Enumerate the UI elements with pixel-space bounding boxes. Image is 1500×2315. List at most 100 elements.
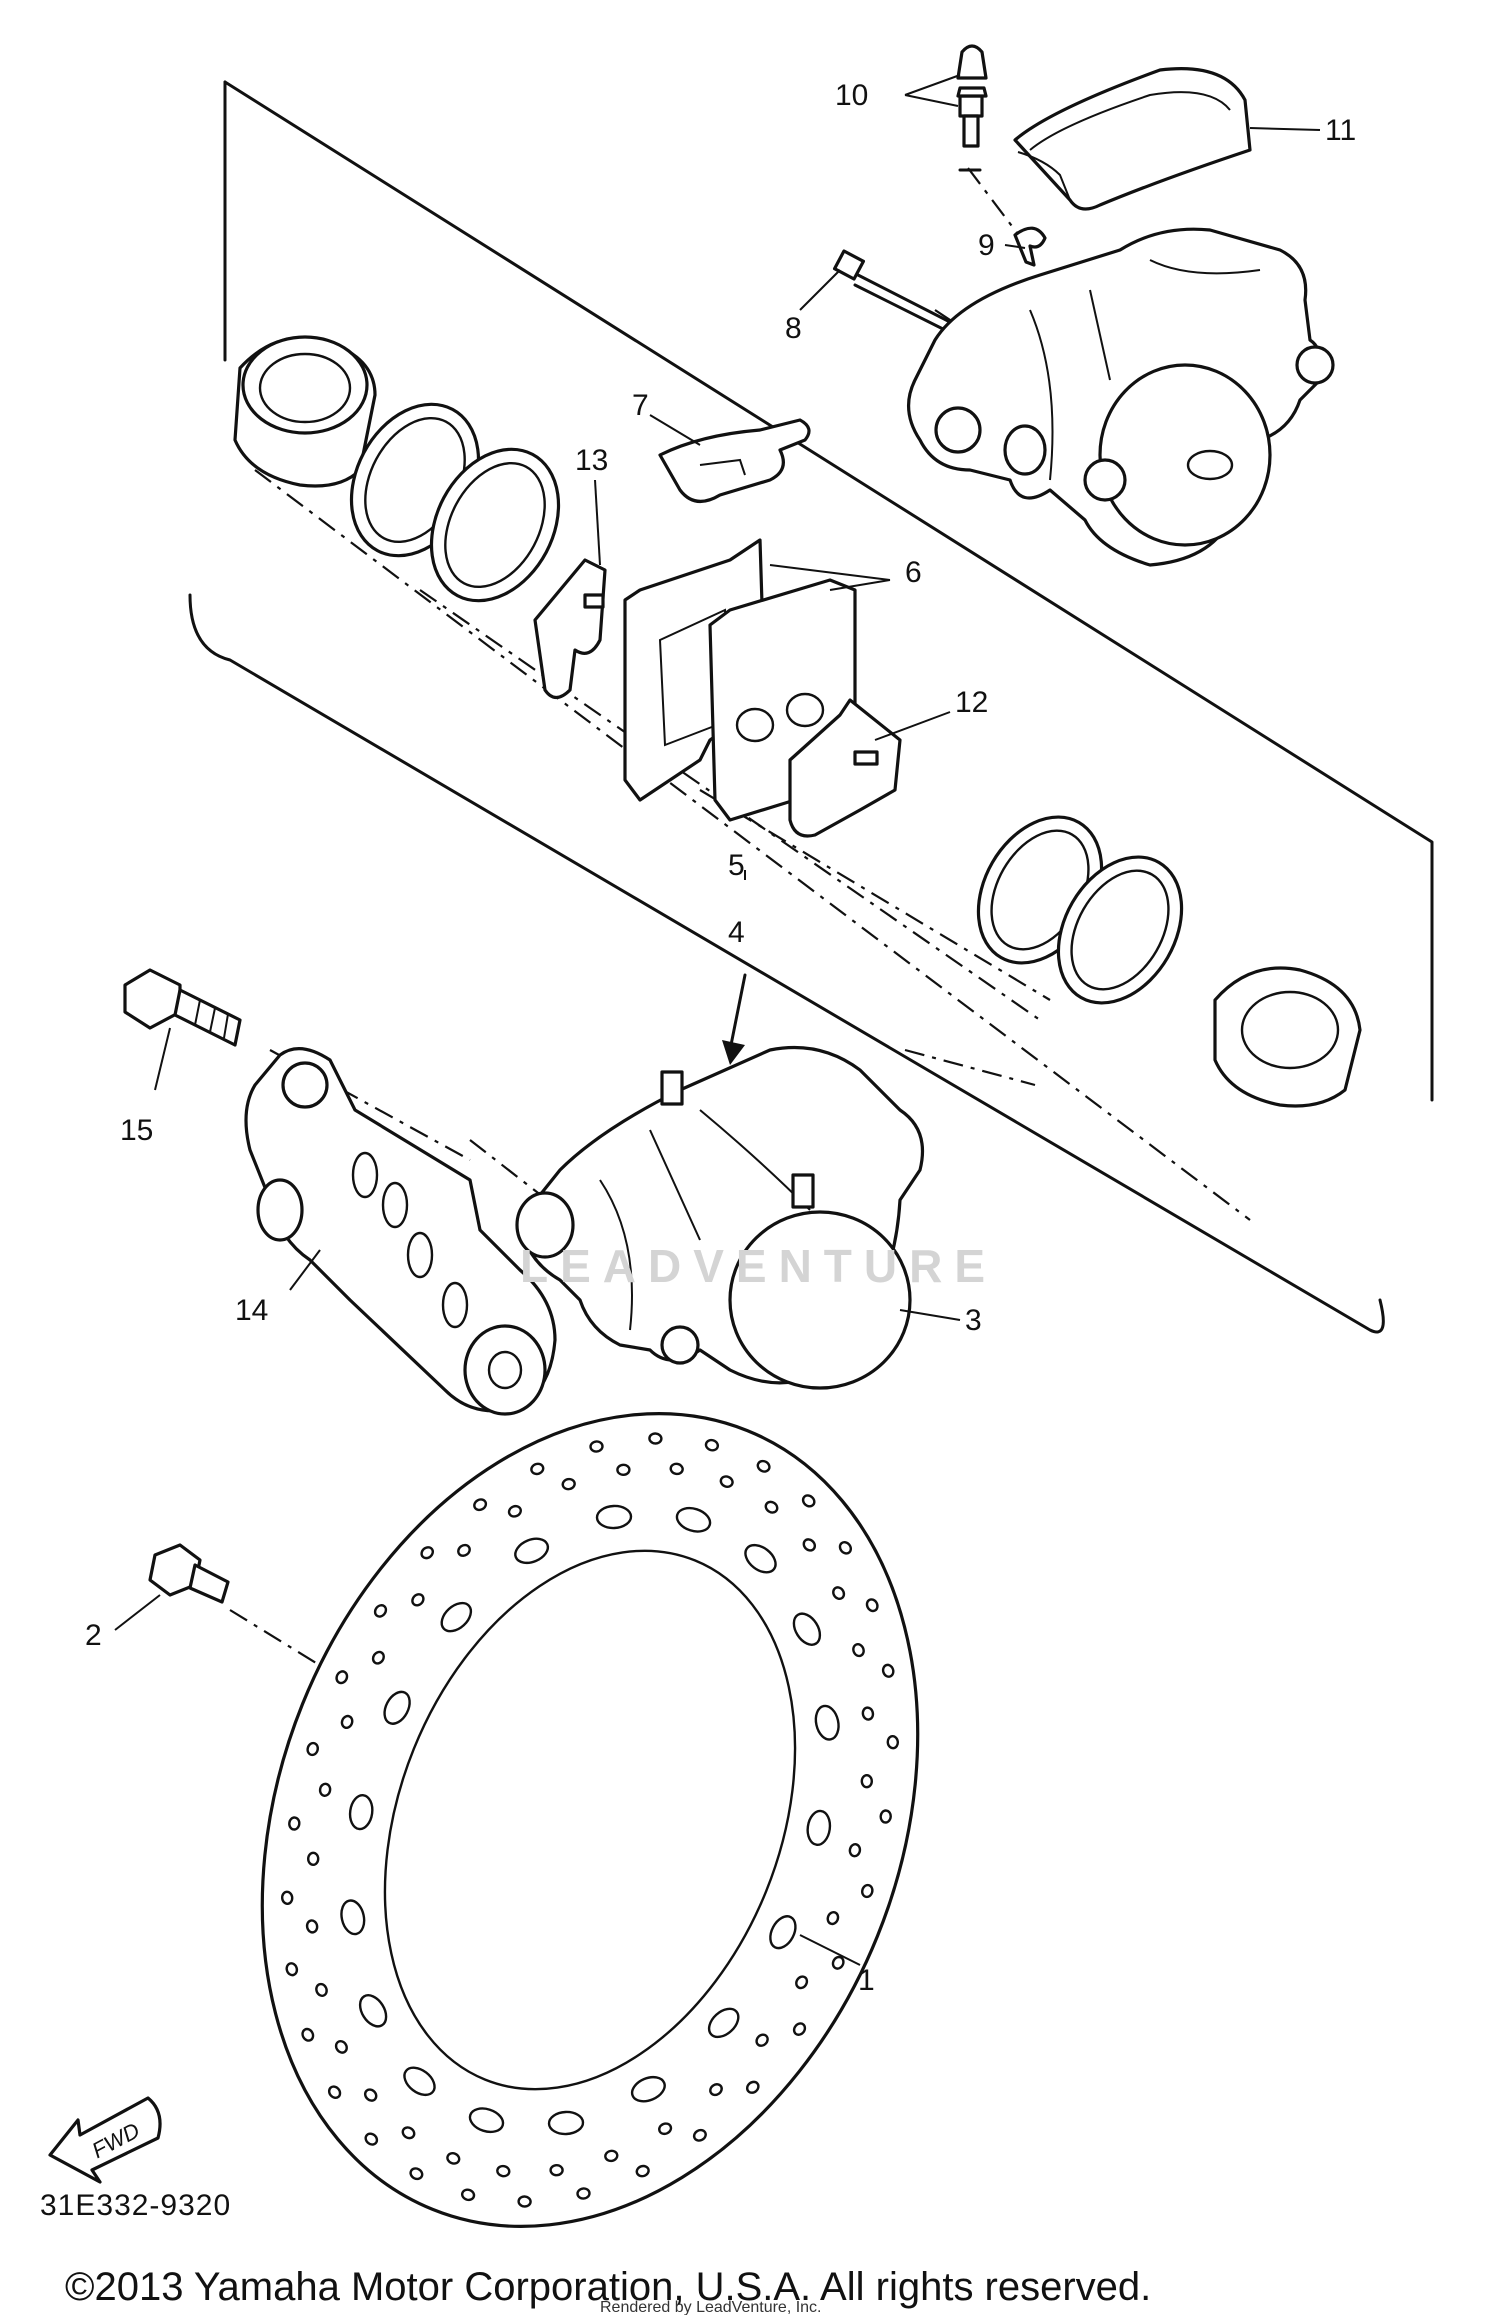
pad-pin — [832, 249, 952, 332]
fwd-arrow-icon: FWD — [48, 2096, 162, 2184]
disc-hole — [371, 1650, 385, 1665]
disc-hole — [327, 2085, 342, 2100]
disc-hole — [826, 1911, 840, 1926]
disc-hole — [305, 1919, 319, 1934]
disc-hole — [363, 2088, 378, 2102]
disc-hole — [285, 1962, 299, 1977]
disc-slot — [358, 1994, 388, 2028]
disc-hole — [446, 2152, 461, 2165]
disc-hole — [306, 1741, 319, 1757]
disc-hole — [576, 2187, 591, 2200]
disc-hole — [340, 1714, 354, 1729]
disc-hole — [549, 2163, 564, 2177]
callout-11: 11 — [1325, 114, 1356, 147]
caliper-body-exploded — [906, 227, 1335, 567]
callout-5: 5 — [728, 849, 745, 882]
disc-hole — [745, 2080, 760, 2094]
disc-slot — [348, 1793, 374, 1831]
disc-vent-holes — [280, 1432, 900, 2208]
callout-14: 14 — [235, 1294, 268, 1327]
disc-hole — [315, 1982, 328, 1997]
callout-12: 12 — [955, 686, 988, 719]
disc-hole — [861, 1706, 875, 1721]
disc-hole — [704, 1438, 720, 1452]
disc-hole — [306, 1851, 320, 1866]
disc-hole — [756, 1459, 771, 1473]
brake-disc-1 — [260, 1412, 920, 2228]
caliper-assembly-3 — [515, 1045, 925, 1390]
disc-hole — [764, 1500, 779, 1514]
disc-hole — [658, 2122, 673, 2136]
rendered-by-text: Rendered by LeadVenture, Inc. — [600, 2299, 822, 2315]
callout-8: 8 — [785, 312, 802, 345]
disc-hole — [669, 1462, 684, 1476]
disc-hole — [801, 1494, 816, 1508]
disc-slot — [514, 1537, 550, 1565]
disc-slot — [707, 2007, 740, 2039]
disc-slot — [675, 1506, 712, 1533]
copyright-text: ©2013 Yamaha Motor Corporation, U.S.A. A… — [65, 2265, 1151, 2309]
disc-hole — [879, 1809, 892, 1824]
disc-hole — [507, 1504, 522, 1518]
assembly-arrow — [722, 973, 747, 1065]
disc-hole — [288, 1816, 301, 1831]
disc-hole — [709, 2083, 723, 2097]
disc-hole — [335, 1670, 349, 1685]
disc-slot — [744, 1543, 777, 1574]
disc-hole — [831, 1955, 845, 1970]
caliper-bracket-14 — [244, 1047, 557, 1416]
callout-7: 7 — [632, 389, 649, 422]
callout-4: 4 — [728, 916, 745, 949]
caliper-cover — [1013, 67, 1252, 211]
callout-leaders — [114, 74, 1321, 1966]
disc-hole — [648, 1432, 663, 1445]
disc-hole — [334, 2039, 348, 2054]
disc-hole — [635, 2164, 650, 2178]
callout-1: 1 — [858, 1964, 875, 1997]
pad-shim-13 — [533, 558, 607, 700]
exploded-group-outline — [188, 80, 1434, 1334]
caliper-bolt-15 — [123, 968, 242, 1047]
disc-hole — [457, 1543, 471, 1557]
callout-15: 15 — [120, 1114, 153, 1147]
disc-hole — [755, 2033, 769, 2047]
watermark-text: LEADVENTURE — [520, 1240, 997, 1292]
disc-hole — [838, 1540, 853, 1555]
disc-slot — [769, 1915, 797, 1950]
rotor-bolt-2 — [148, 1543, 230, 1604]
disc-slot — [792, 1612, 822, 1646]
disc-hole — [364, 2132, 379, 2146]
disc-hole — [795, 1975, 809, 1990]
bleed-screw-and-cap — [956, 44, 988, 148]
disc-hole — [589, 1440, 604, 1453]
piston-seals-right — [976, 815, 1184, 1005]
callout-3: 3 — [965, 1304, 982, 1337]
disc-hole — [517, 2195, 532, 2208]
disc-hole — [530, 1462, 545, 1476]
disc-hole — [411, 1593, 425, 1607]
disc-hole — [604, 2149, 619, 2163]
disc-hole — [401, 2126, 416, 2140]
callout-10: 10 — [835, 79, 868, 112]
disc-slot — [383, 1690, 411, 1725]
piston-right — [1213, 966, 1362, 1108]
disc-hole — [301, 2027, 315, 2042]
piston-left — [233, 335, 377, 488]
callout-9: 9 — [978, 229, 995, 262]
callout-labels: 1 2 3 4 5 6 7 8 9 10 11 12 13 14 15 — [85, 79, 1356, 1997]
disc-hole — [792, 2022, 807, 2036]
pad-clip — [1013, 226, 1047, 267]
disc-slot — [403, 2066, 436, 2097]
disc-hole — [561, 1477, 576, 1491]
disc-hole — [802, 1538, 817, 1552]
piston-seals-left — [349, 402, 561, 603]
callout-13: 13 — [575, 444, 608, 477]
disc-hole — [616, 1463, 631, 1477]
callout-6: 6 — [905, 556, 922, 589]
disc-hole — [852, 1643, 865, 1658]
disc-hole — [860, 1774, 874, 1789]
disc-slot — [340, 1899, 366, 1936]
disc-hole — [886, 1735, 900, 1750]
disc-hole — [881, 1663, 895, 1678]
disc-hole — [280, 1890, 294, 1905]
